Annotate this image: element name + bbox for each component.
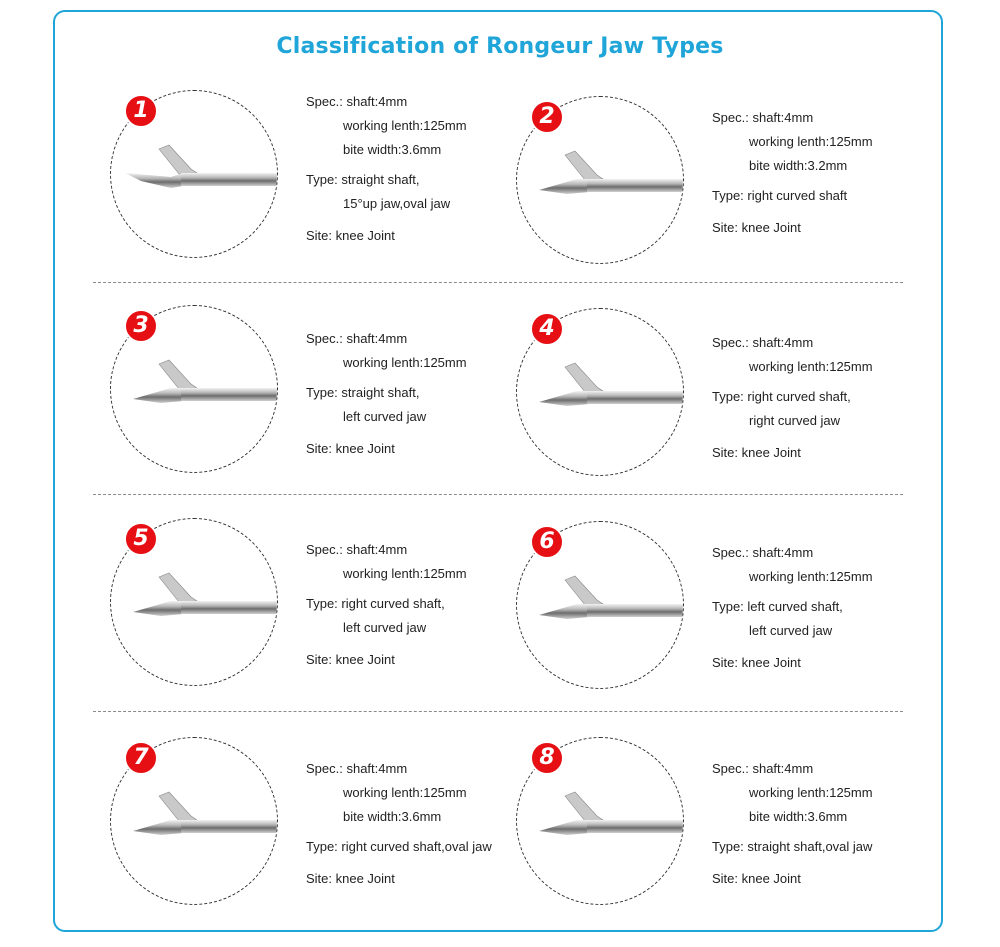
number-badge: 2: [530, 100, 564, 134]
instrument-image-circle: [516, 308, 684, 476]
spec-line: working lenth:125mm: [749, 785, 873, 800]
type-label: Type: straight shaft,: [306, 385, 420, 400]
rongeur-tip-image: [539, 791, 683, 835]
number-badge: 1: [124, 94, 158, 128]
number-badge: 8: [530, 741, 564, 775]
spec-block: Spec.: shaft:4mm working lenth:125mm bite …: [306, 757, 492, 891]
site-label: Site: knee Joint: [712, 655, 801, 670]
spec-line: bite width:3.6mm: [749, 809, 848, 824]
spec-line: working lenth:125mm: [749, 359, 873, 374]
jaw-type-card: 1 Spec.: shaft:4mm working lenth:125mm bite…: [110, 90, 510, 280]
site-label: Site: knee Joint: [712, 871, 801, 886]
site-label: Site: knee Joint: [306, 228, 395, 243]
type-label: Type: left curved shaft,: [712, 599, 843, 614]
type-line: left curved jaw: [749, 623, 833, 638]
spec-line: bite width:3.6mm: [343, 809, 442, 824]
number-badge: 5: [124, 522, 158, 556]
row-divider: [93, 494, 903, 495]
rongeur-tip-image: [133, 791, 277, 835]
type-label: Type: right curved shaft,: [712, 389, 851, 404]
spec-label: Spec.: shaft:4mm: [306, 542, 408, 557]
site-label: Site: knee Joint: [712, 220, 801, 235]
spec-label: Spec.: shaft:4mm: [712, 545, 814, 560]
type-label: Type: right curved shaft,oval jaw: [306, 839, 492, 854]
type-line: right curved jaw: [749, 413, 841, 428]
site-label: Site: knee Joint: [306, 441, 395, 456]
spec-label: Spec.: shaft:4mm: [306, 331, 408, 346]
row-divider: [93, 282, 903, 283]
spec-line: working lenth:125mm: [343, 785, 467, 800]
spec-label: Spec.: shaft:4mm: [306, 761, 408, 776]
row-divider: [93, 711, 903, 712]
number-badge: 4: [530, 312, 564, 346]
spec-line: working lenth:125mm: [749, 569, 873, 584]
site-label: Site: knee Joint: [712, 445, 801, 460]
number-badge: 7: [124, 741, 158, 775]
type-label: Type: straight shaft,oval jaw: [712, 839, 873, 854]
spec-line: working lenth:125mm: [343, 566, 467, 581]
spec-line: working lenth:125mm: [749, 134, 873, 149]
spec-label: Spec.: shaft:4mm: [712, 110, 814, 125]
site-label: Site: knee Joint: [306, 652, 395, 667]
jaw-type-card: 2 Spec.: shaft:4mm working lenth:125mm bite…: [516, 96, 916, 286]
rongeur-tip-image: [539, 150, 683, 194]
number-badge: 6: [530, 525, 564, 559]
rongeur-tip-image: [539, 362, 683, 406]
site-label: Site: knee Joint: [306, 871, 395, 886]
spec-line: working lenth:125mm: [343, 118, 467, 133]
number-badge: 3: [124, 309, 158, 343]
spec-block: Spec.: shaft:4mm working lenth:125mm bite …: [712, 757, 873, 891]
type-line: left curved jaw: [343, 620, 427, 635]
spec-line: bite width:3.6mm: [343, 142, 442, 157]
rongeur-tip-image: [133, 572, 277, 616]
rongeur-tip-image: [539, 575, 683, 619]
spec-block: Spec.: shaft:4mm working lenth:125mm bite …: [306, 90, 467, 248]
rongeur-tip-image: [125, 144, 277, 188]
spec-label: Spec.: shaft:4mm: [712, 761, 814, 776]
spec-line: working lenth:125mm: [343, 355, 467, 370]
type-label: Type: right curved shaft,: [306, 596, 445, 611]
type-label: Type: straight shaft,: [306, 172, 420, 187]
type-line: left curved jaw: [343, 409, 427, 424]
spec-label: Spec.: shaft:4mm: [306, 94, 408, 109]
content-frame: [53, 10, 943, 932]
page-title: Classification of Rongeur Jaw Types: [276, 34, 724, 59]
type-label: Type: right curved shaft: [712, 188, 848, 203]
spec-block: Spec.: shaft:4mm working lenth:125mm bite …: [712, 106, 873, 240]
type-line: 15°up jaw,oval jaw: [343, 196, 451, 211]
spec-label: Spec.: shaft:4mm: [712, 335, 814, 350]
spec-line: bite width:3.2mm: [749, 158, 848, 173]
rongeur-tip-image: [133, 359, 277, 403]
